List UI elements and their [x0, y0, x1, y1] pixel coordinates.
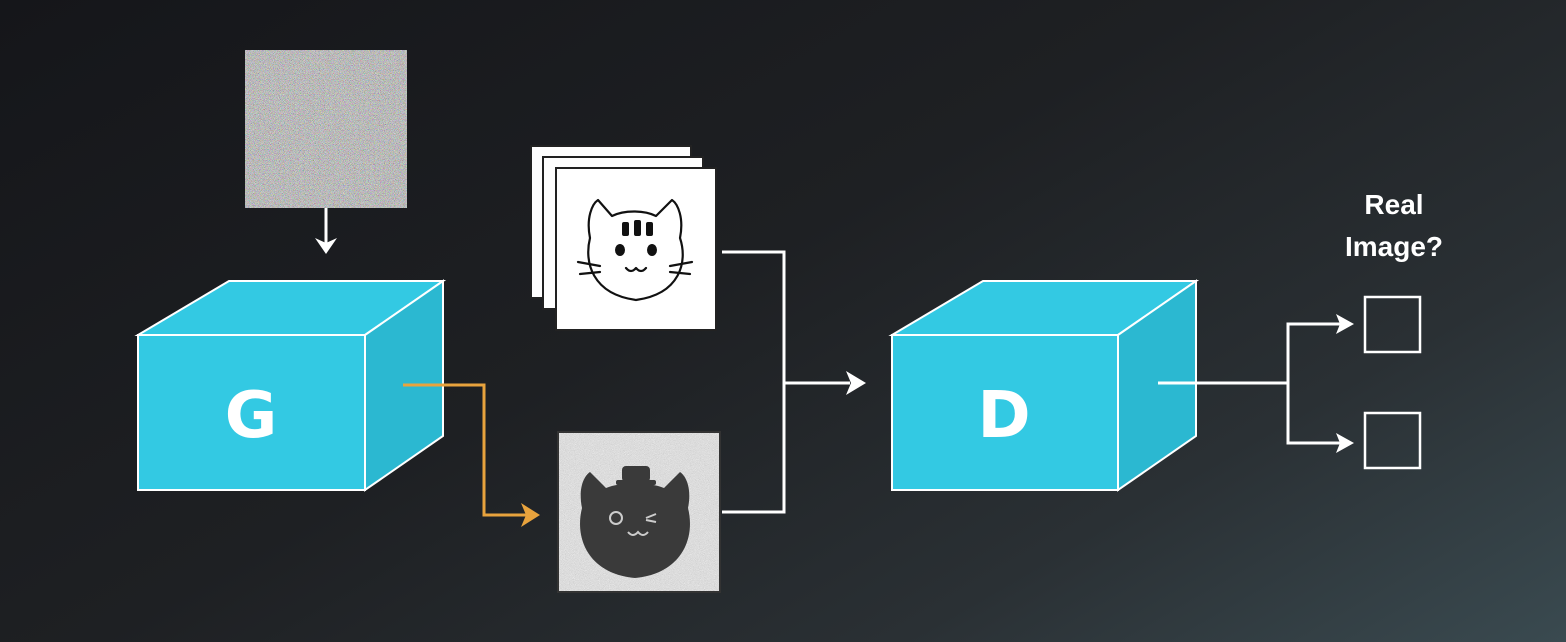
discriminator-label: D [977, 379, 1030, 453]
question-line2: Image? [1345, 231, 1443, 262]
real-checkbox [1363, 295, 1422, 354]
generator-label: G [225, 379, 278, 453]
generator-box: G [134, 279, 447, 492]
cat-stripes [615, 220, 657, 256]
real-images-stack [530, 145, 717, 331]
fake-checkbox [1363, 411, 1422, 470]
generated-fake-image [557, 431, 721, 593]
noise-to-generator-arrow [315, 208, 337, 254]
question-line1: Real [1364, 189, 1423, 220]
discriminator-output-arrows [1158, 314, 1354, 453]
generator-output-arrow [403, 383, 540, 527]
dark-cat-icon [580, 466, 690, 578]
images-to-discriminator-arrow [722, 250, 866, 514]
discriminator-box: D [888, 279, 1200, 492]
cat-drawing-icon [576, 198, 694, 302]
noise-input-image [245, 50, 407, 208]
